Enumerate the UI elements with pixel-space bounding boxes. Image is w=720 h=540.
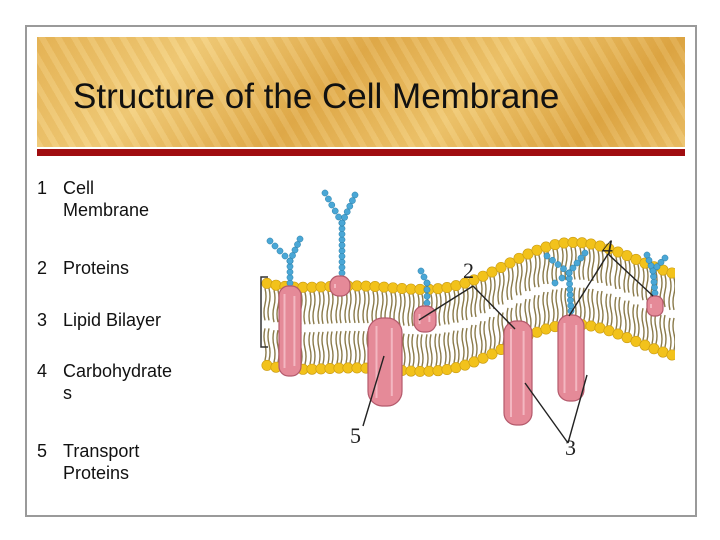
slide-title: Structure of the Cell Membrane <box>73 77 560 116</box>
callout-label-4: 4 <box>602 235 613 260</box>
callout-label-3: 3 <box>565 435 576 460</box>
legend-label: Lipid Bilayer <box>63 310 162 330</box>
callout-label-2: 2 <box>463 258 474 283</box>
legend-number: 4 <box>37 361 48 381</box>
legend-label-line1: Transport <box>63 441 140 461</box>
callout-label-5: 5 <box>350 423 361 448</box>
legend-number: 1 <box>37 178 48 198</box>
legend-label: Transport Proteins <box>63 440 213 484</box>
title-band: Structure of the Cell Membrane <box>37 37 685 147</box>
carbohydrate-chains <box>266 189 669 315</box>
title-divider <box>37 149 685 156</box>
legend-label-line1: Cell <box>63 178 95 198</box>
legend-number: 3 <box>37 310 48 330</box>
legend-label: Cell Membrane <box>63 177 213 221</box>
legend-label-line2: Proteins <box>63 463 130 483</box>
legend-label: Carbohydrate s <box>63 360 213 404</box>
slide-frame: Structure of the Cell Membrane 1 Cell Me… <box>25 25 697 517</box>
membrane-bracket <box>260 276 268 348</box>
legend-number: 5 <box>37 441 48 461</box>
legend-label-line1: Carbohydrate <box>63 361 173 381</box>
legend-label-line2: s <box>63 383 72 403</box>
cell-membrane-diagram: 2 4 5 3 <box>260 189 675 460</box>
lipid-bilayer <box>261 236 675 377</box>
legend-label-line2: Membrane <box>63 200 150 220</box>
membrane-proteins <box>278 275 664 426</box>
callout-lines <box>362 253 654 444</box>
legend-label: Proteins <box>63 258 130 278</box>
legend-number: 2 <box>37 258 48 278</box>
